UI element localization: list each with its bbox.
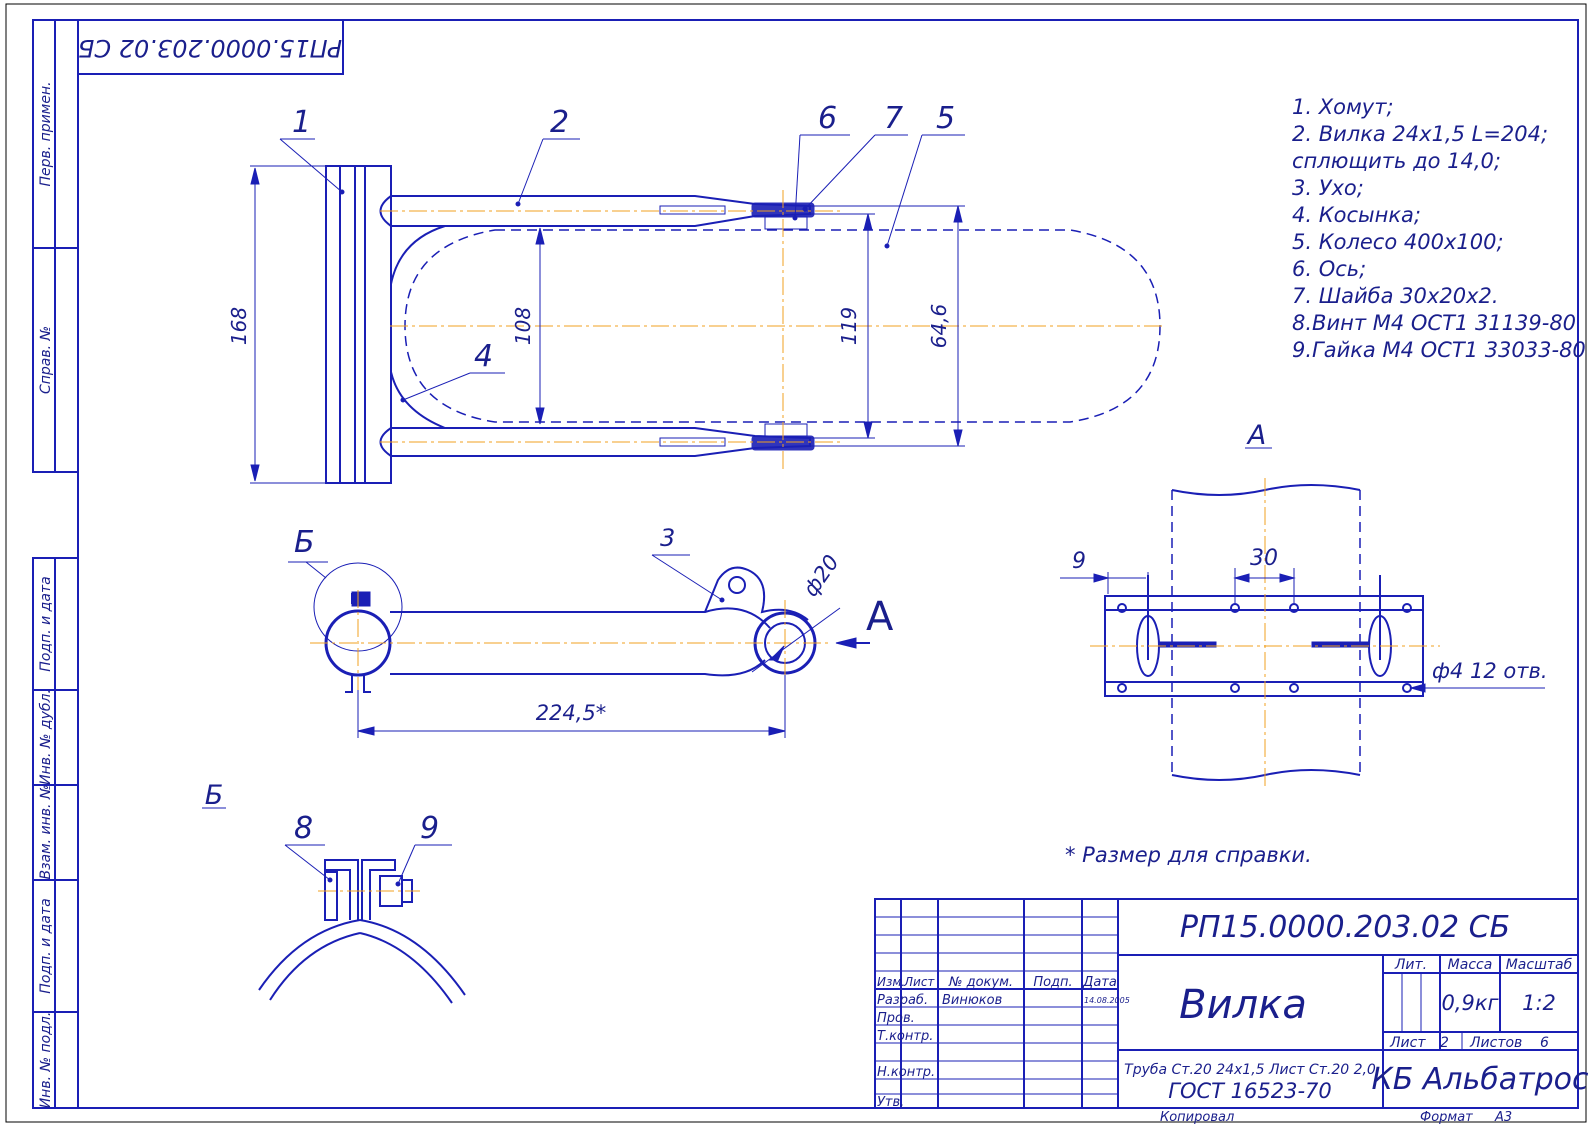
mirrored-designation-box: РП15.0000.203.02 СБ [77, 19, 344, 75]
tb-scale-label: Масштаб [1506, 957, 1573, 973]
parts-list-line-5: 4. Косынка; [1292, 203, 1421, 227]
side-view: Б 3 ф20 А 224, [288, 524, 894, 738]
parts-list-line-2: 2. Вилка 24х1,5 L=204; [1292, 122, 1548, 146]
view-a-title: А [1246, 420, 1266, 451]
tb-row-utv: Утв. [877, 1095, 904, 1110]
tb-header-list: Лист [903, 975, 935, 989]
tb-designation: РП15.0000.203.02 СБ [1180, 910, 1510, 945]
callout-1: 1 [292, 105, 311, 140]
dim-119: 119 [837, 307, 861, 345]
tb-mass-label: Масса [1448, 957, 1493, 973]
reference-note: * Размер для справки. [1065, 843, 1312, 867]
tb-row-razrab-date: 14.08.2005 [1084, 996, 1130, 1005]
dim-108: 108 [511, 307, 535, 345]
tb-row-razrab-name: Винюков [942, 993, 1002, 1008]
callout-5: 5 [936, 101, 955, 136]
callout-8: 8 [294, 811, 313, 846]
tb-organization: КБ Альбатрос [1371, 1062, 1589, 1097]
tb-header-date: Дата [1082, 975, 1117, 990]
tb-sheets-label: Листов [1469, 1035, 1522, 1051]
tb-row-nkontr: Н.контр. [877, 1065, 935, 1080]
tb-sheets-value: 6 [1540, 1035, 1549, 1051]
tb-name: Вилка [1179, 982, 1307, 1028]
detail-b: Б 8 9 [202, 780, 466, 1004]
detail-b-title: Б [205, 780, 224, 811]
tb-header-doc-no: № докум. [948, 975, 1013, 990]
tb-sheet-value: 2 [1440, 1035, 1449, 1051]
dim-64-6: 64,6 [927, 304, 951, 349]
tb-row-prov: Пров. [877, 1011, 915, 1026]
callout-7: 7 [884, 101, 903, 136]
parts-list-line-8: 7. Шайба 30х20х2. [1292, 284, 1499, 308]
view-a: А 9 [1060, 420, 1548, 790]
side-label-inv-dubl: Инв. № дубл. [38, 689, 54, 785]
tb-sheet-label: Лист [1389, 1035, 1426, 1051]
callout-2: 2 [550, 105, 569, 140]
tb-scale-value: 1:2 [1522, 991, 1556, 1015]
parts-list-line-10: 9.Гайка М4 ОСТ1 33033-80 [1292, 338, 1586, 362]
mirrored-designation-text: РП15.0000.203.02 СБ [78, 34, 342, 62]
dim-dia-20: ф20 [798, 550, 843, 600]
callout-4: 4 [474, 339, 493, 374]
view-a-hole-note: ф4 12 отв. [1432, 659, 1548, 683]
tb-material-line1: Труба Ст.20 24х1,5 Лист Ст.20 2,0 [1124, 1062, 1376, 1078]
tb-lit-label: Лит. [1394, 957, 1427, 973]
parts-list-line-6: 5. Колесо 400х100; [1292, 230, 1504, 254]
dim-224-5: 224,5* [536, 701, 607, 725]
top-view: 168 108 119 64,6 1 2 6 [227, 101, 1165, 484]
side-label-podp-data-1: Подп. и дата [38, 576, 54, 671]
left-side-strip: Перв. примен. Справ. № Подп. и дата Инв.… [32, 19, 79, 1109]
tb-copied-label: Копировал [1160, 1110, 1234, 1125]
view-a-dim-30: 30 [1250, 546, 1278, 571]
parts-list-line-3: сплющить до 14,0; [1292, 149, 1501, 173]
side-label-podp-data-2: Подп. и дата [38, 898, 54, 993]
tb-format-label: Формат [1420, 1110, 1473, 1125]
callout-b: Б [294, 525, 315, 560]
side-label-perv-primen: Перв. примен. [38, 81, 54, 186]
tb-format-value: А3 [1494, 1110, 1512, 1125]
side-label-vzam-inv: Взам. инв. № [38, 784, 54, 879]
sheet-trim-border [5, 3, 1587, 1123]
parts-list-line-9: 8.Винт М4 ОСТ1 31139-80 [1292, 311, 1576, 335]
title-block: Изм. Лист № докум. Подп. Дата Разраб. Ви… [874, 898, 1589, 1110]
tb-material-line2: ГОСТ 16523-70 [1168, 1079, 1332, 1103]
tb-row-razrab: Разраб. [877, 993, 928, 1008]
callout-6: 6 [818, 101, 837, 136]
tb-row-tkontr: Т.контр. [877, 1029, 933, 1044]
side-label-sprav-no: Справ. № [38, 326, 54, 394]
view-a-dim-9: 9 [1072, 549, 1086, 574]
callout-3: 3 [660, 524, 675, 552]
tb-header-sign: Подп. [1033, 975, 1072, 990]
tb-header-izm: Изм. [877, 975, 905, 989]
tb-mass-value: 0,9кг [1441, 991, 1499, 1015]
view-arrow-a-label: А [866, 594, 894, 640]
parts-list-line-7: 6. Ось; [1292, 257, 1366, 281]
side-label-inv-podl: Инв. № подл. [38, 1012, 54, 1109]
parts-list-line-1: 1. Хомут; [1292, 95, 1394, 119]
callout-9: 9 [420, 811, 439, 846]
parts-list-line-4: 3. Ухо; [1292, 176, 1364, 200]
dim-168: 168 [227, 307, 251, 345]
parts-list: 1. Хомут; 2. Вилка 24х1,5 L=204; сплющит… [1292, 95, 1586, 362]
